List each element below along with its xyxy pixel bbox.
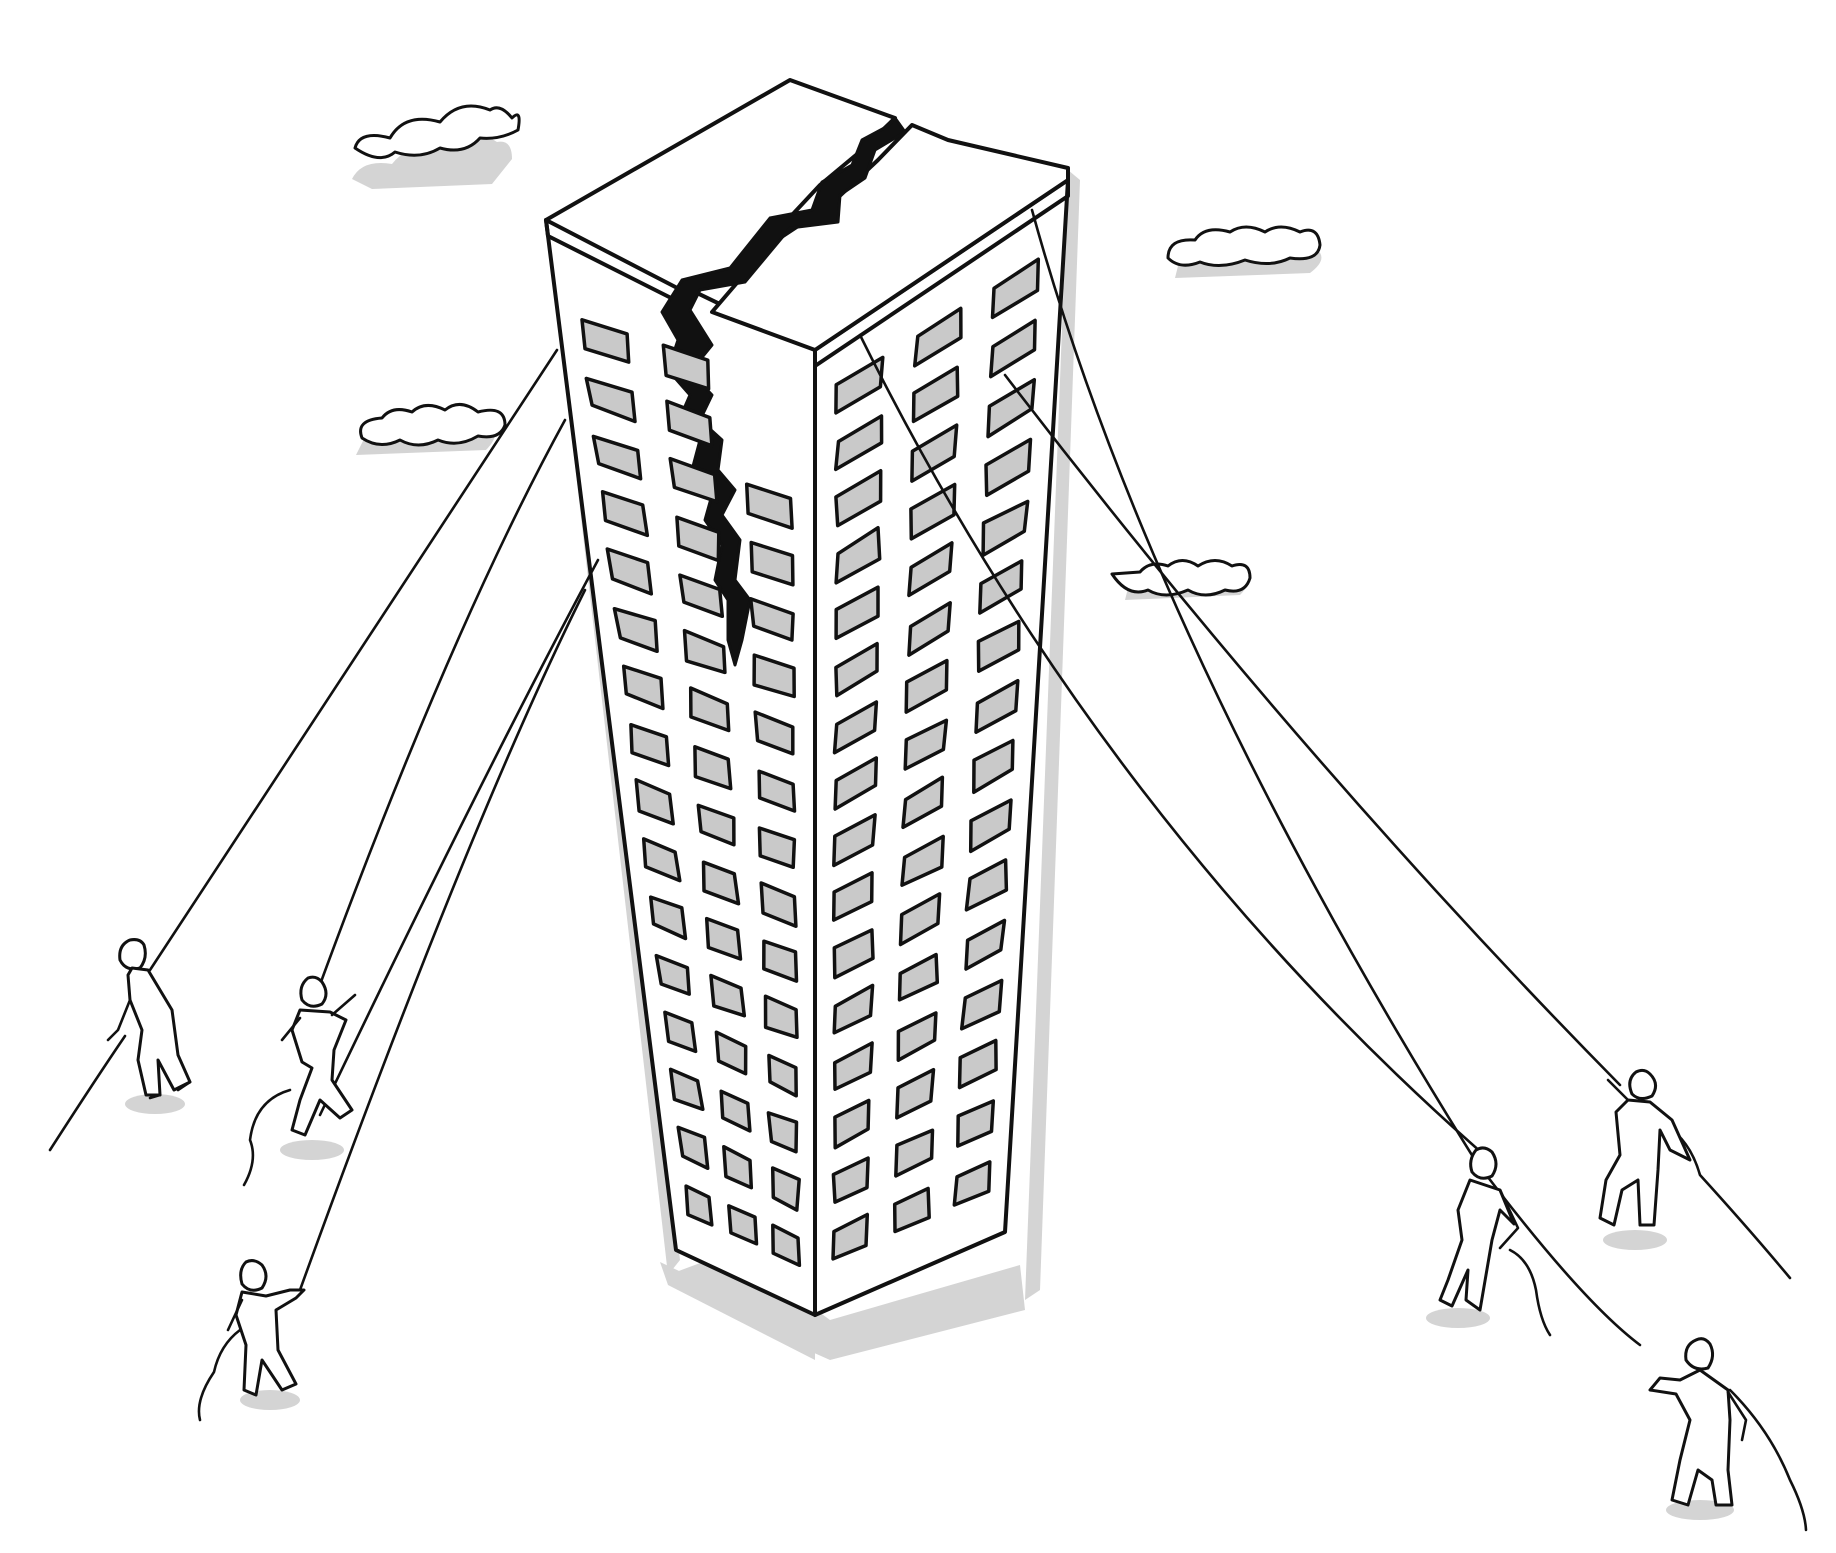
rope-icon <box>320 560 598 1115</box>
person-icon <box>108 940 190 1098</box>
ropes-back <box>150 350 585 1290</box>
person-icon <box>1600 1070 1690 1225</box>
cloud-icon <box>352 106 519 189</box>
person-icon <box>1650 1339 1746 1505</box>
rope-icon <box>300 590 585 1290</box>
rope-icon <box>150 350 557 970</box>
cloud-icon <box>1168 227 1321 278</box>
person-icon <box>1440 1148 1518 1310</box>
cloud-icon <box>356 404 505 455</box>
rope-icon <box>318 420 565 990</box>
person-icon <box>282 977 355 1135</box>
person-icon <box>228 1261 304 1395</box>
cloud-icon <box>1112 561 1250 601</box>
